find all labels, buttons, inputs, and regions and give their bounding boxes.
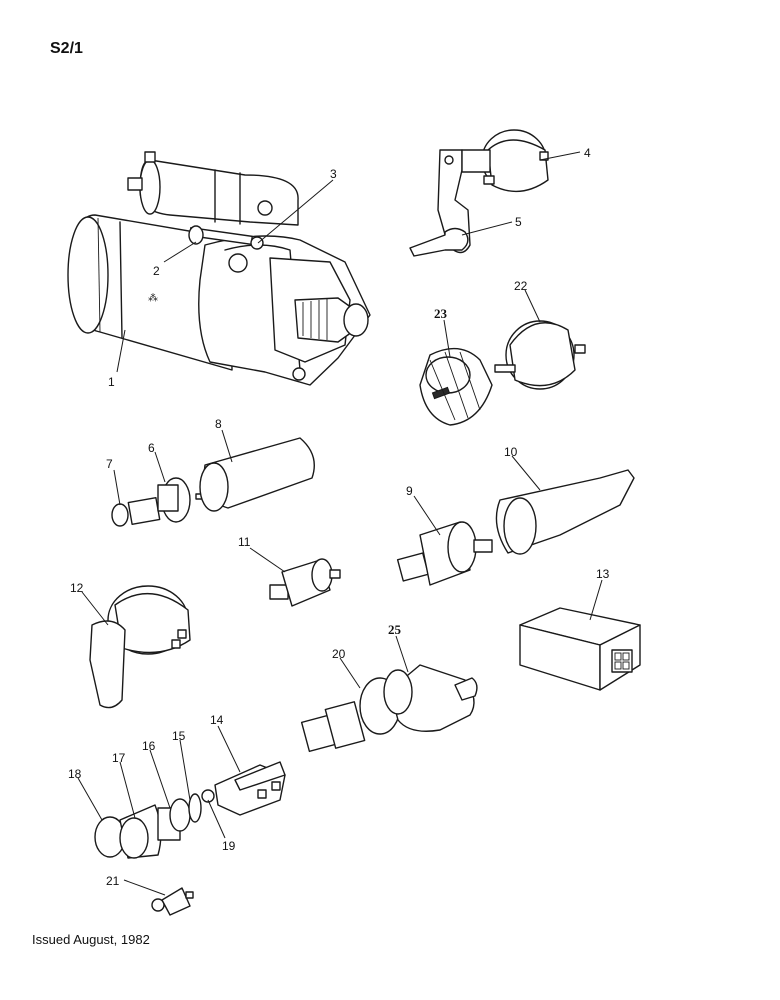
callout-17: 17	[112, 751, 136, 819]
callout-19: 19	[207, 799, 236, 853]
svg-text:4: 4	[584, 146, 591, 160]
svg-text:7: 7	[106, 457, 113, 471]
svg-text:10: 10	[504, 445, 518, 459]
svg-text:11: 11	[238, 535, 251, 549]
callout-12: 12	[70, 581, 109, 626]
svg-text:3: 3	[330, 167, 337, 181]
svg-text:6: 6	[148, 441, 155, 455]
callout-22: 22	[514, 279, 541, 323]
svg-text:22: 22	[514, 279, 528, 293]
ignition-switch	[409, 129, 549, 257]
svg-text:19: 19	[222, 839, 236, 853]
sender-unit-with-sleeve	[111, 437, 315, 527]
callout-9: 9	[406, 484, 441, 536]
issue-date-note: Issued August, 1982	[32, 932, 150, 947]
lever-switch	[89, 585, 191, 709]
rotary-switch	[419, 320, 586, 426]
svg-text:2: 2	[153, 264, 160, 278]
callout-13: 13	[589, 567, 610, 621]
callout-6: 6	[148, 441, 166, 483]
starter-motor: ⁂	[67, 151, 371, 386]
svg-text:9: 9	[406, 484, 413, 498]
callout-20: 20	[332, 647, 361, 689]
svg-text:25: 25	[388, 622, 402, 637]
sender-with-boot	[396, 469, 635, 586]
svg-text:20: 20	[332, 647, 346, 661]
callout-2: 2	[153, 241, 197, 278]
page-code: S2/1	[50, 40, 83, 57]
callout-3: 3	[257, 167, 337, 244]
callout-10: 10	[504, 445, 541, 491]
switch-with-boot	[300, 664, 478, 753]
svg-text:21: 21	[106, 874, 120, 888]
svg-text:14: 14	[210, 713, 224, 727]
callout-5: 5	[461, 215, 522, 236]
callout-15: 15	[172, 729, 191, 801]
svg-text:5: 5	[515, 215, 522, 229]
callout-23: 23	[434, 306, 451, 358]
svg-text:1: 1	[108, 375, 115, 389]
svg-text:18: 18	[68, 767, 82, 781]
callout-16: 16	[142, 739, 171, 809]
svg-text:13: 13	[596, 567, 610, 581]
svg-text:15: 15	[172, 729, 186, 743]
callout-21: 21	[106, 874, 166, 896]
svg-text:8: 8	[215, 417, 222, 431]
callout-11: 11	[238, 535, 286, 573]
push-switch-assembly	[94, 761, 286, 859]
callout-4: 4	[539, 146, 591, 161]
relay-unit	[519, 607, 641, 691]
pressure-switch	[269, 558, 341, 607]
svg-text:23: 23	[434, 306, 448, 321]
svg-text:17: 17	[112, 751, 126, 765]
callout-25: 25	[388, 622, 409, 673]
svg-text:⁂: ⁂	[148, 293, 158, 304]
callout-18: 18	[68, 767, 103, 821]
callout-8: 8	[215, 417, 233, 463]
callout-14: 14	[210, 713, 241, 773]
svg-text:16: 16	[142, 739, 156, 753]
small-sender-switch	[151, 887, 194, 916]
svg-text:12: 12	[70, 581, 84, 595]
callout-7: 7	[106, 457, 121, 506]
callouts: 1 2 3 4 5 6 7 8 9 10 11 12 13 14 15 16 1…	[68, 146, 610, 896]
callout-1: 1	[108, 329, 126, 389]
